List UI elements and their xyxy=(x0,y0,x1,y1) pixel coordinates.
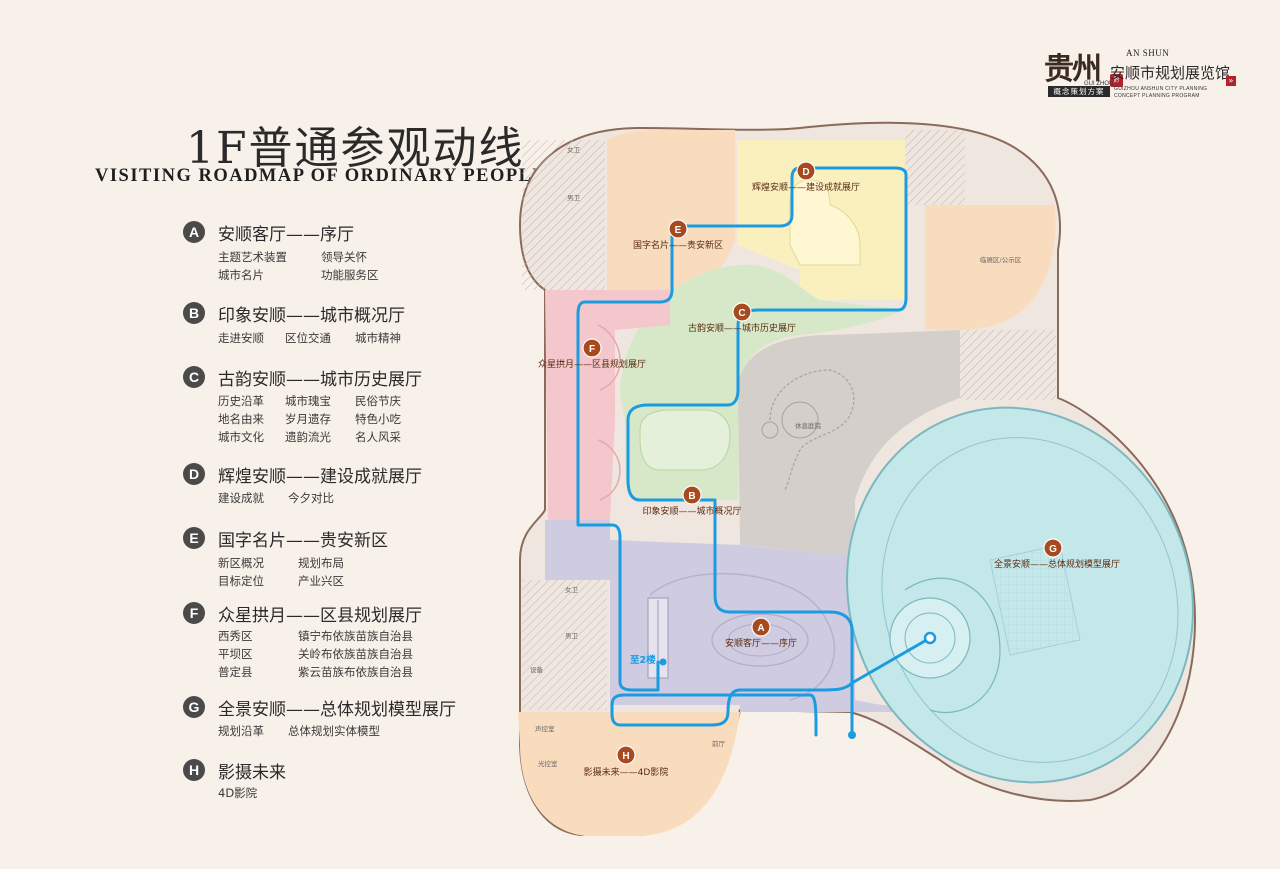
page-subtitle: VISITING ROADMAP OF ORDINARY PEOPLE xyxy=(95,166,547,186)
svg-text:G: G xyxy=(1049,544,1057,555)
marker-d: D xyxy=(796,161,816,181)
service-zone-w xyxy=(522,580,607,710)
label-d: 辉煌安顺——建设成就展厅 xyxy=(752,181,860,193)
label-g: 全景安顺——总体规划模型展厅 xyxy=(994,558,1120,570)
garden-courtyard xyxy=(738,330,960,555)
service-zone-ne xyxy=(905,130,965,205)
legend-title-b: 印象安顺——城市概况厅 xyxy=(218,306,405,326)
label-ss: 设备 xyxy=(530,665,544,674)
logo-hall-name: 安顺市规划展览馆 xyxy=(1110,64,1231,82)
marker-b: B xyxy=(682,485,702,505)
marker-f: F xyxy=(582,338,602,358)
logo-guizhou-en: GUI ZHOU xyxy=(1084,81,1114,87)
service-zone-e xyxy=(960,330,1056,400)
legend-title-e: 国字名片——贵安新区 xyxy=(218,531,388,551)
label-c: 古韵安顺——城市历史展厅 xyxy=(688,322,796,334)
chevron-right-icon: » xyxy=(1226,76,1236,86)
room-temp xyxy=(925,205,1056,330)
logo-guizhou: 贵州 xyxy=(1044,52,1102,87)
legend-badge-g: G xyxy=(183,696,205,718)
marker-g: G xyxy=(1043,538,1063,558)
legend-badge-b: B xyxy=(183,302,205,324)
room-a-lobby xyxy=(545,520,920,712)
label-lb: 休息庭院 xyxy=(795,421,822,430)
svg-text:E: E xyxy=(675,225,682,236)
label-gk: 光控室 xyxy=(538,759,558,768)
label-to-2f: 至2楼 xyxy=(630,654,656,666)
legend-title-g: 全景安顺——总体规划模型展厅 xyxy=(218,700,456,720)
label-mw-2: 男卫 xyxy=(565,632,579,640)
service-zone-nw xyxy=(522,140,605,290)
label-f: 众星拱月——区县规划展厅 xyxy=(538,358,646,370)
svg-text:B: B xyxy=(688,491,695,502)
label-h: 影摄未来——4D影院 xyxy=(584,766,669,778)
room-h xyxy=(518,712,740,836)
legend-title-f: 众星拱月——区县规划展厅 xyxy=(218,606,422,626)
label-nw: 女卫 xyxy=(567,145,581,154)
marker-e: E xyxy=(668,219,688,239)
label-sk: 声控室 xyxy=(535,724,555,733)
svg-text:C: C xyxy=(738,308,745,319)
logo-en-line2: CONCEPT PLANNING PROGRAM xyxy=(1114,93,1200,99)
logo-seal: 黔 xyxy=(1110,74,1123,87)
svg-text:H: H xyxy=(622,751,629,762)
legend-title-d: 辉煌安顺——建设成就展厅 xyxy=(218,467,422,487)
legend-badge-e: E xyxy=(183,527,205,549)
legend-title-c: 古韵安顺——城市历史展厅 xyxy=(218,370,422,390)
legend-badge-h: H xyxy=(183,759,205,781)
label-a: 安顺客厅——序厅 xyxy=(725,637,797,649)
logo-plan-label: 概念策划方案 xyxy=(1048,86,1110,97)
marker-h: H xyxy=(616,745,636,765)
label-temp: 临展区/公示区 xyxy=(980,255,1022,264)
label-mw: 男卫 xyxy=(567,194,581,202)
label-nw-2: 女卫 xyxy=(565,585,579,594)
legend-badge-f: F xyxy=(183,602,205,624)
legend-badge-c: C xyxy=(183,366,205,388)
museum-logo: 贵州 黔 GUI ZHOU AN SHUN 安顺市规划展览馆 » 概念策划方案 … xyxy=(1040,44,1240,104)
legend-title-a: 安顺客厅——序厅 xyxy=(218,225,354,245)
marker-a: A xyxy=(751,617,771,637)
logo-en-line1: GUIZHOU ANSHUN CITY PLANNING xyxy=(1114,86,1208,92)
page-title: 1F普通参观动线 xyxy=(186,123,525,174)
svg-text:A: A xyxy=(757,623,764,634)
room-e xyxy=(607,130,735,305)
label-qt: 前厅 xyxy=(712,739,726,748)
legend-title-h: 影摄未来 xyxy=(218,763,286,783)
svg-text:D: D xyxy=(802,167,809,178)
visiting-route xyxy=(576,166,932,737)
label-e: 国字名片——贵安新区 xyxy=(633,239,723,251)
room-f xyxy=(545,290,670,520)
label-b: 印象安顺——城市概况厅 xyxy=(642,505,741,517)
svg-text:F: F xyxy=(589,344,595,355)
logo-anshun-en: AN SHUN xyxy=(1126,48,1170,58)
legend-badge-d: D xyxy=(183,463,205,485)
marker-c: C xyxy=(732,302,752,322)
legend-badge-a: A xyxy=(183,221,205,243)
